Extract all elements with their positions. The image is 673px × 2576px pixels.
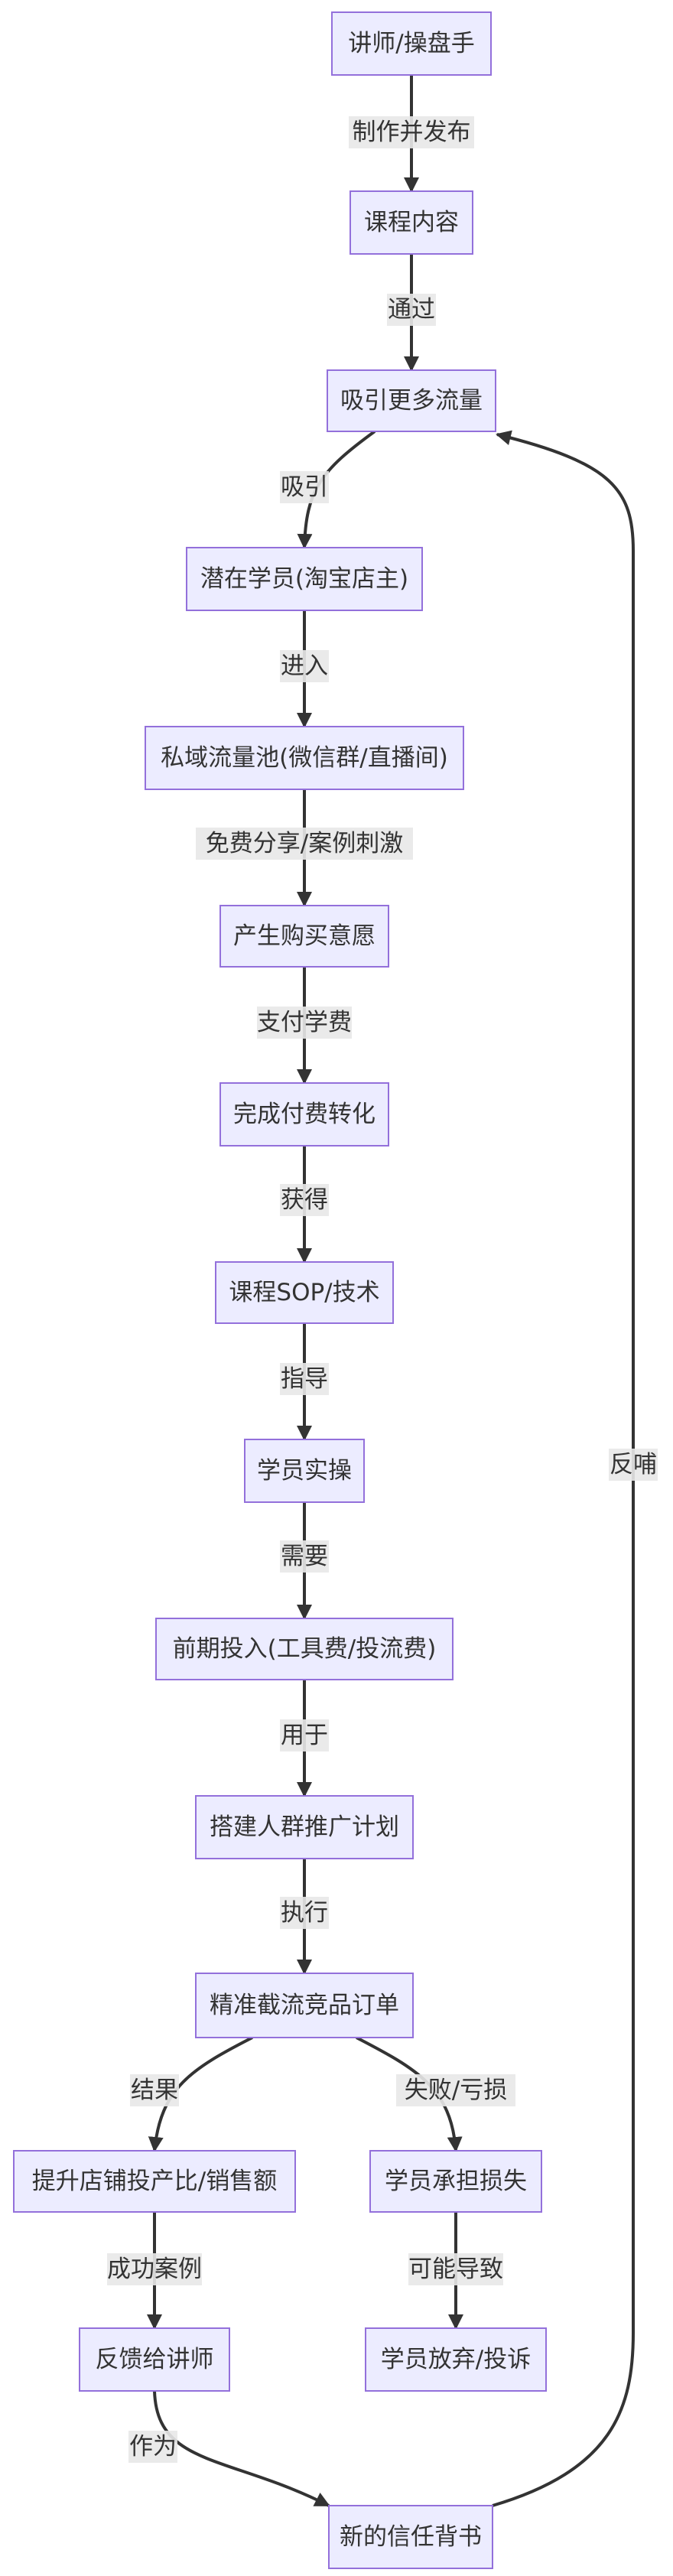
edge-label-text: 需要 [281, 1543, 328, 1570]
edge-label-text: 执行 [281, 1899, 328, 1927]
edge-label-text: 获得 [281, 1186, 328, 1214]
edge-label-success-case: 成功案例 [107, 2253, 202, 2285]
node-give-up: 学员放弃/投诉 [365, 2327, 547, 2392]
node-label: 吸引更多流量 [340, 387, 483, 415]
edge-endorsement-to-traffic [492, 430, 635, 2507]
node-investment: 前期投入(工具费/投流费) [155, 1618, 454, 1680]
edge-label-require: 需要 [280, 1540, 329, 1573]
edge-label-text: 用于 [281, 1722, 328, 1749]
node-label: 潜在学员(淘宝店主) [200, 565, 408, 593]
edge-label-as: 作为 [128, 2431, 177, 2463]
node-private-pool: 私域流量池(微信群/直播间) [145, 726, 464, 790]
edge-label-execute: 执行 [280, 1897, 329, 1929]
node-feedback: 反馈给讲师 [79, 2327, 230, 2392]
node-intercept: 精准截流竞品订单 [195, 1973, 414, 2038]
edge-label-obtain: 获得 [280, 1184, 329, 1216]
node-label: 精准截流竞品订单 [210, 1992, 399, 2019]
edge-label-text: 作为 [129, 2433, 177, 2461]
edge-labels: 制作并发布 通过 吸引 进入 免费分享/案例刺激 支付学费 获得 指导 [107, 116, 658, 2463]
node-endorsement: 新的信任背书 [328, 2505, 493, 2569]
edge-label-text: 免费分享/案例刺激 [206, 830, 403, 857]
node-label: 学员承担损失 [385, 2168, 527, 2195]
node-conversion: 完成付费转化 [219, 1082, 389, 1147]
node-bear-loss: 学员承担损失 [369, 2150, 542, 2213]
edge-label-text: 吸引 [281, 473, 328, 501]
nodes: 讲师/操盘手 课程内容 吸引更多流量 潜在学员(淘宝店主) 私域流量池(微信群/… [13, 11, 547, 2569]
node-traffic: 吸引更多流量 [327, 369, 496, 432]
node-label: 学员放弃/投诉 [381, 2346, 531, 2373]
edge-label-guide: 指导 [280, 1363, 329, 1395]
edge-label-pay-tuition: 支付学费 [257, 1007, 352, 1039]
node-label: 前期投入(工具费/投流费) [173, 1635, 437, 1663]
node-label: 课程SOP/技术 [229, 1279, 379, 1306]
edge-label-result: 结果 [130, 2074, 179, 2106]
node-label: 学员实操 [257, 1457, 352, 1485]
node-practice: 学员实操 [244, 1439, 365, 1503]
edge-intercept-to-improve [148, 2036, 253, 2152]
edge-label-used-for: 用于 [280, 1719, 329, 1751]
edge-label-enter: 进入 [280, 650, 329, 682]
node-label: 课程内容 [364, 209, 459, 236]
edge-label-text: 支付学费 [257, 1009, 352, 1036]
edge-feedback-to-endorsement [153, 2390, 330, 2507]
edge-label-attract: 吸引 [280, 471, 329, 503]
edge-label-text: 可能导致 [408, 2256, 503, 2283]
node-label: 讲师/操盘手 [348, 30, 474, 57]
node-course: 课程内容 [350, 190, 473, 255]
node-instructor: 讲师/操盘手 [331, 11, 492, 76]
edge-label-text: 成功案例 [107, 2256, 202, 2283]
node-label: 私域流量池(微信群/直播间) [161, 744, 448, 772]
edge-label-text: 反哺 [610, 1451, 657, 1478]
edge-label-text: 进入 [281, 652, 328, 680]
edge-label-free-share: 免费分享/案例刺激 [196, 828, 413, 860]
node-label: 搭建人群推广计划 [210, 1813, 399, 1841]
node-prospects: 潜在学员(淘宝店主) [186, 547, 423, 611]
node-label: 提升店铺投产比/销售额 [32, 2168, 277, 2195]
edge-label-feed-back: 反哺 [609, 1449, 658, 1481]
edge-label-produce-publish: 制作并发布 [349, 116, 474, 148]
edge-label-text: 失败/亏损 [405, 2077, 507, 2104]
node-purchase-intent: 产生购买意愿 [219, 905, 389, 968]
node-label: 新的信任背书 [340, 2523, 482, 2551]
node-label: 产生购买意愿 [233, 922, 376, 950]
edge-label-text: 指导 [281, 1365, 328, 1393]
edge-label-through: 通过 [387, 294, 436, 326]
node-sop: 课程SOP/技术 [215, 1261, 394, 1324]
edge-label-may-lead: 可能导致 [408, 2253, 503, 2285]
edge-label-text: 通过 [388, 296, 435, 324]
node-label: 完成付费转化 [233, 1101, 376, 1128]
node-improve-sales: 提升店铺投产比/销售额 [13, 2150, 296, 2213]
edge-label-text: 制作并发布 [353, 119, 471, 146]
edge-label-text: 结果 [131, 2077, 178, 2104]
edge-label-fail-loss: 失败/亏损 [396, 2074, 515, 2106]
node-campaign: 搭建人群推广计划 [195, 1795, 414, 1859]
node-label: 反馈给讲师 [96, 2346, 214, 2373]
